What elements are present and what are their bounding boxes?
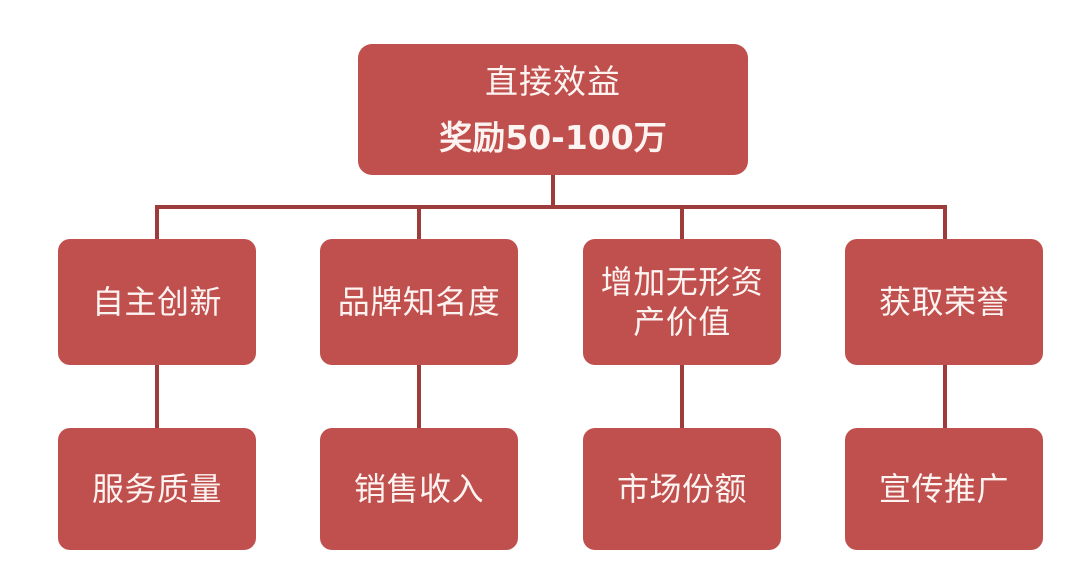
- connector-drop-level2-3: [680, 205, 684, 241]
- node-level2-2[interactable]: 品牌知名度: [320, 239, 518, 365]
- node-level3-1-label: 服务质量: [91, 470, 222, 508]
- node-level2-1-label: 自主创新: [91, 283, 222, 321]
- node-level3-4[interactable]: 宣传推广: [845, 428, 1043, 550]
- node-level2-3[interactable]: 增加无形资产价值: [583, 239, 781, 365]
- node-level3-2-label: 销售收入: [353, 470, 484, 508]
- node-level3-2[interactable]: 销售收入: [320, 428, 518, 550]
- connector-root-stem: [551, 175, 555, 209]
- connector-level2-to-level3-4: [943, 365, 947, 429]
- node-level2-2-label: 品牌知名度: [337, 283, 501, 321]
- connector-level2-to-level3-1: [155, 365, 159, 429]
- node-level2-1[interactable]: 自主创新: [58, 239, 256, 365]
- connector-drop-level2-2: [417, 205, 421, 241]
- node-root-line-2: 奖励50-100万: [439, 117, 667, 157]
- connector-drop-level2-4: [943, 205, 947, 241]
- node-level2-3-label: 增加无形资产价值: [600, 263, 764, 341]
- node-level2-4-label: 获取荣誉: [878, 283, 1009, 321]
- node-level3-4-label: 宣传推广: [878, 470, 1009, 508]
- node-root[interactable]: 直接效益 奖励50-100万: [358, 44, 748, 175]
- node-root-line-1: 直接效益: [485, 62, 621, 102]
- connector-drop-level2-1: [155, 205, 159, 241]
- connector-level2-to-level3-2: [417, 365, 421, 429]
- node-level3-3-label: 市场份额: [616, 470, 747, 508]
- connector-bus-level2: [155, 205, 947, 209]
- node-level3-1[interactable]: 服务质量: [58, 428, 256, 550]
- node-level3-3[interactable]: 市场份额: [583, 428, 781, 550]
- connector-level2-to-level3-3: [680, 365, 684, 429]
- node-level2-4[interactable]: 获取荣誉: [845, 239, 1043, 365]
